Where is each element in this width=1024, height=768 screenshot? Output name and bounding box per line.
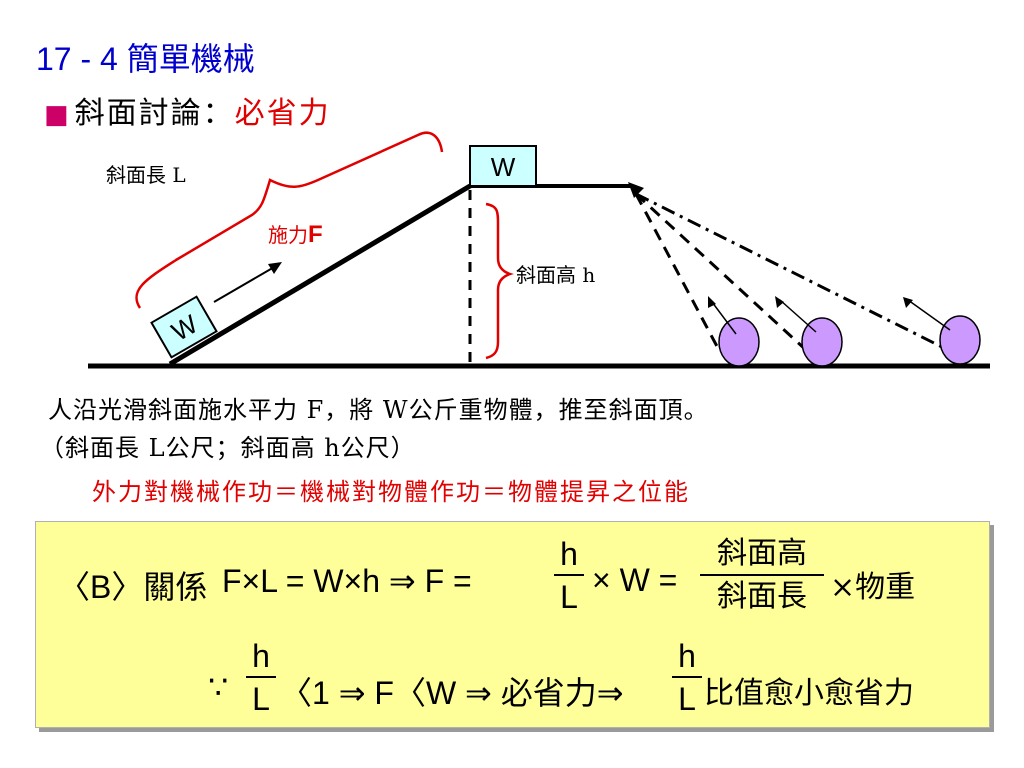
section-heading-emphasis: 必省力 [234,96,331,131]
fraction-h-over-l-2: h L [246,636,276,720]
times-object-weight: ×物重 [830,570,916,605]
relation-prefix: 〈B〉關係 [58,569,208,605]
fall-path-3 [635,192,945,350]
height-brace [485,202,514,360]
ball-arrow-1 [711,301,737,335]
fraction4-numerator: h [672,636,702,678]
fraction2-denominator: 斜面長 [717,579,807,614]
block-bottom: W [150,295,218,359]
ball-arrow-3 [907,299,951,331]
fraction4-denominator: L [678,681,696,717]
section-heading-text: 斜面討論： [74,96,235,131]
fraction3-denominator: L [252,681,270,717]
ball-2 [801,317,843,367]
fall-path-2 [634,192,808,352]
fraction-numerator: h [554,534,584,576]
incline-line [168,183,472,367]
slope-length-label: 斜面長 L [106,163,186,187]
fraction3-numerator: h [246,636,276,678]
formula-box: 〈B〉關係 F×L = W×h ⇒ F = h L × W = 斜面高 斜面長 … [35,521,990,728]
page-title: 17 - 4 簡單機械 [36,41,255,77]
work-principle: 外力對機械作功＝機械對物體作功＝物體提昇之位能 [92,478,690,506]
block-top-label: W [491,152,516,182]
force-label: 施力F [268,221,323,248]
plateau-edge [628,182,644,198]
fraction2-numerator: 斜面高 [700,534,824,576]
times-weight: × W = [592,562,678,598]
fraction-denominator: L [560,579,578,615]
inequality-chain: 〈1 ⇒ F〈W ⇒ 必省力⇒ [280,675,624,711]
section-heading: ■斜面討論：必省力 [44,88,331,132]
force-arrowhead [268,262,282,274]
description-line-2: （斜面長 L公尺；斜面高 h公尺） [40,434,416,462]
slope-length-brace [135,131,444,309]
ball-3 [939,315,981,365]
fraction-h-over-l-3: h L [672,636,702,720]
force-arrow [213,265,277,303]
bullet-square-icon: ■ [44,100,71,130]
height-label: 斜面高 h [516,263,595,287]
because-symbol: ∵ [208,669,229,705]
incline-diagram: W W 斜面長 L 施力F 斜面高 h [88,131,990,369]
ratio-conclusion: 比值愈小愈省力 [704,676,914,711]
ball-1 [718,317,760,367]
fraction-height-over-length: 斜面高 斜面長 [700,534,824,618]
block-top [469,145,537,187]
relation-equation: F×L = W×h ⇒ F = [222,563,472,599]
fall-path-1 [634,193,722,353]
description-line-1: 人沿光滑斜面施水平力 F，將 W公斤重物體，推至斜面頂。 [48,396,709,424]
fraction-h-over-l: h L [554,534,584,618]
ball-arrow-2 [779,299,817,333]
